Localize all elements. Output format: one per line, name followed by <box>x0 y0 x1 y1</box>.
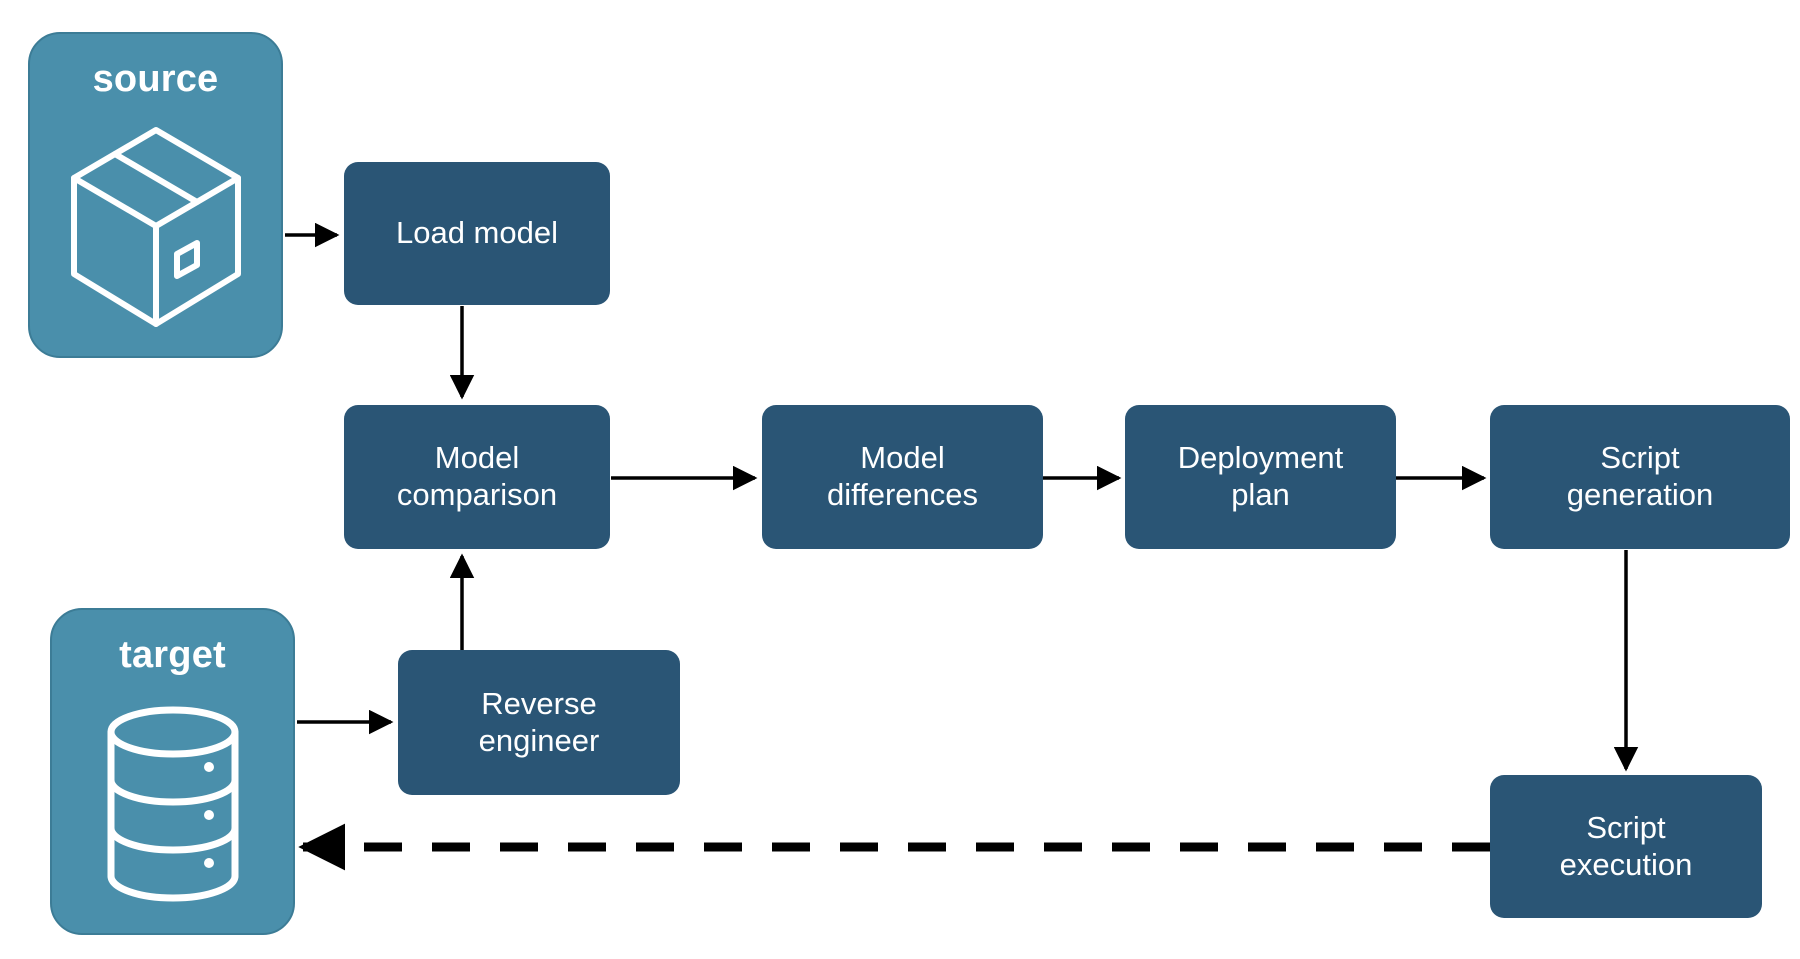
package-box-icon <box>30 98 281 356</box>
node-model-comparison-label: Model comparison <box>396 440 558 512</box>
node-script-generation-label: Script generation <box>1566 440 1714 512</box>
database-cylinder-icon <box>52 674 293 933</box>
node-load-model-label: Load model <box>395 215 558 251</box>
node-script-execution[interactable]: Script execution <box>1490 775 1762 918</box>
node-reverse-engineer-label: Reverse engineer <box>478 685 600 758</box>
node-source[interactable]: source <box>28 32 283 358</box>
node-source-label: source <box>92 58 219 100</box>
node-script-execution-label: Script execution <box>1559 809 1693 882</box>
node-target[interactable]: target <box>50 608 295 935</box>
node-load-model[interactable]: Load model <box>344 162 610 305</box>
node-model-differences[interactable]: Model differences <box>762 405 1043 549</box>
node-model-differences-label: Model differences <box>826 440 979 512</box>
node-script-generation[interactable]: Script generation <box>1490 405 1790 549</box>
node-reverse-engineer[interactable]: Reverse engineer <box>398 650 680 795</box>
node-deployment-plan-label: Deployment plan <box>1177 440 1344 512</box>
node-model-comparison[interactable]: Model comparison <box>344 405 610 549</box>
node-target-label: target <box>119 634 226 676</box>
node-deployment-plan[interactable]: Deployment plan <box>1125 405 1396 549</box>
